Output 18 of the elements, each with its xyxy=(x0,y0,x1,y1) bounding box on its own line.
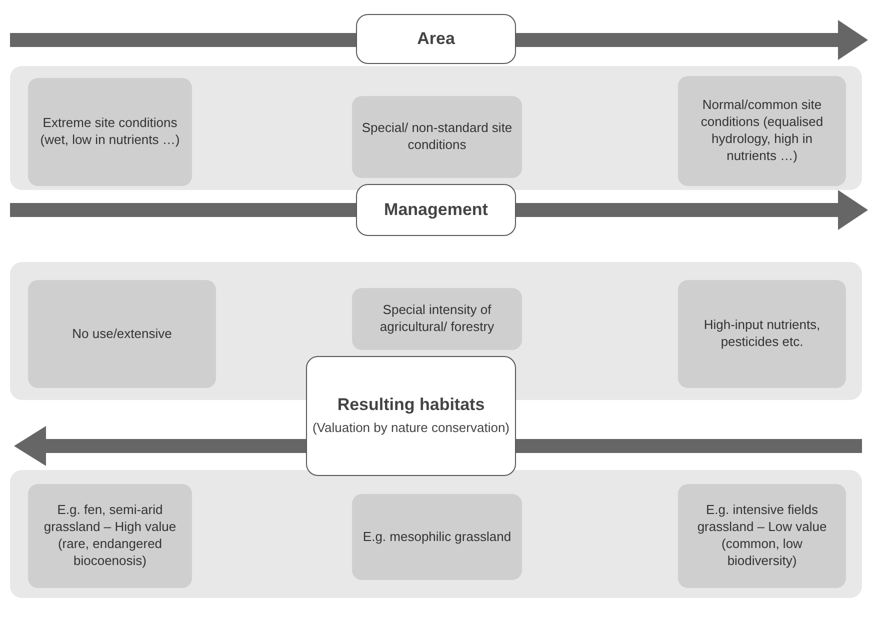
heading-text: Area xyxy=(417,28,455,50)
category-box: E.g. intensive fields grassland – Low value (common, low biodiversity) xyxy=(678,484,846,588)
category-box: Normal/common site conditions (equalised hydrology, high in nutrients …) xyxy=(678,76,846,186)
heading-text: Management xyxy=(384,200,488,220)
category-box: E.g. mesophilic grassland xyxy=(352,494,522,580)
heading-box xyxy=(356,184,516,236)
category-box: Extreme site conditions (wet, low in nutrients …) xyxy=(28,78,192,186)
heading-text: Resulting habitats xyxy=(337,395,485,416)
category-box: Special/ non-standard site conditions xyxy=(352,96,522,178)
category-box: Special intensity of agricultural/ forestry xyxy=(352,288,522,350)
category-box: E.g. fen, semi-arid grassland – High value (rare, endangered biocoenosis) xyxy=(28,484,192,588)
panel-band xyxy=(10,66,862,190)
heading-box xyxy=(306,356,516,476)
panel-band xyxy=(10,470,862,598)
subheading-text: (Valuation by nature conservation) xyxy=(312,420,510,437)
category-box: High-input nutrients, pesticides etc. xyxy=(678,280,846,388)
heading-box xyxy=(356,14,516,64)
category-box: No use/extensive xyxy=(28,280,216,388)
